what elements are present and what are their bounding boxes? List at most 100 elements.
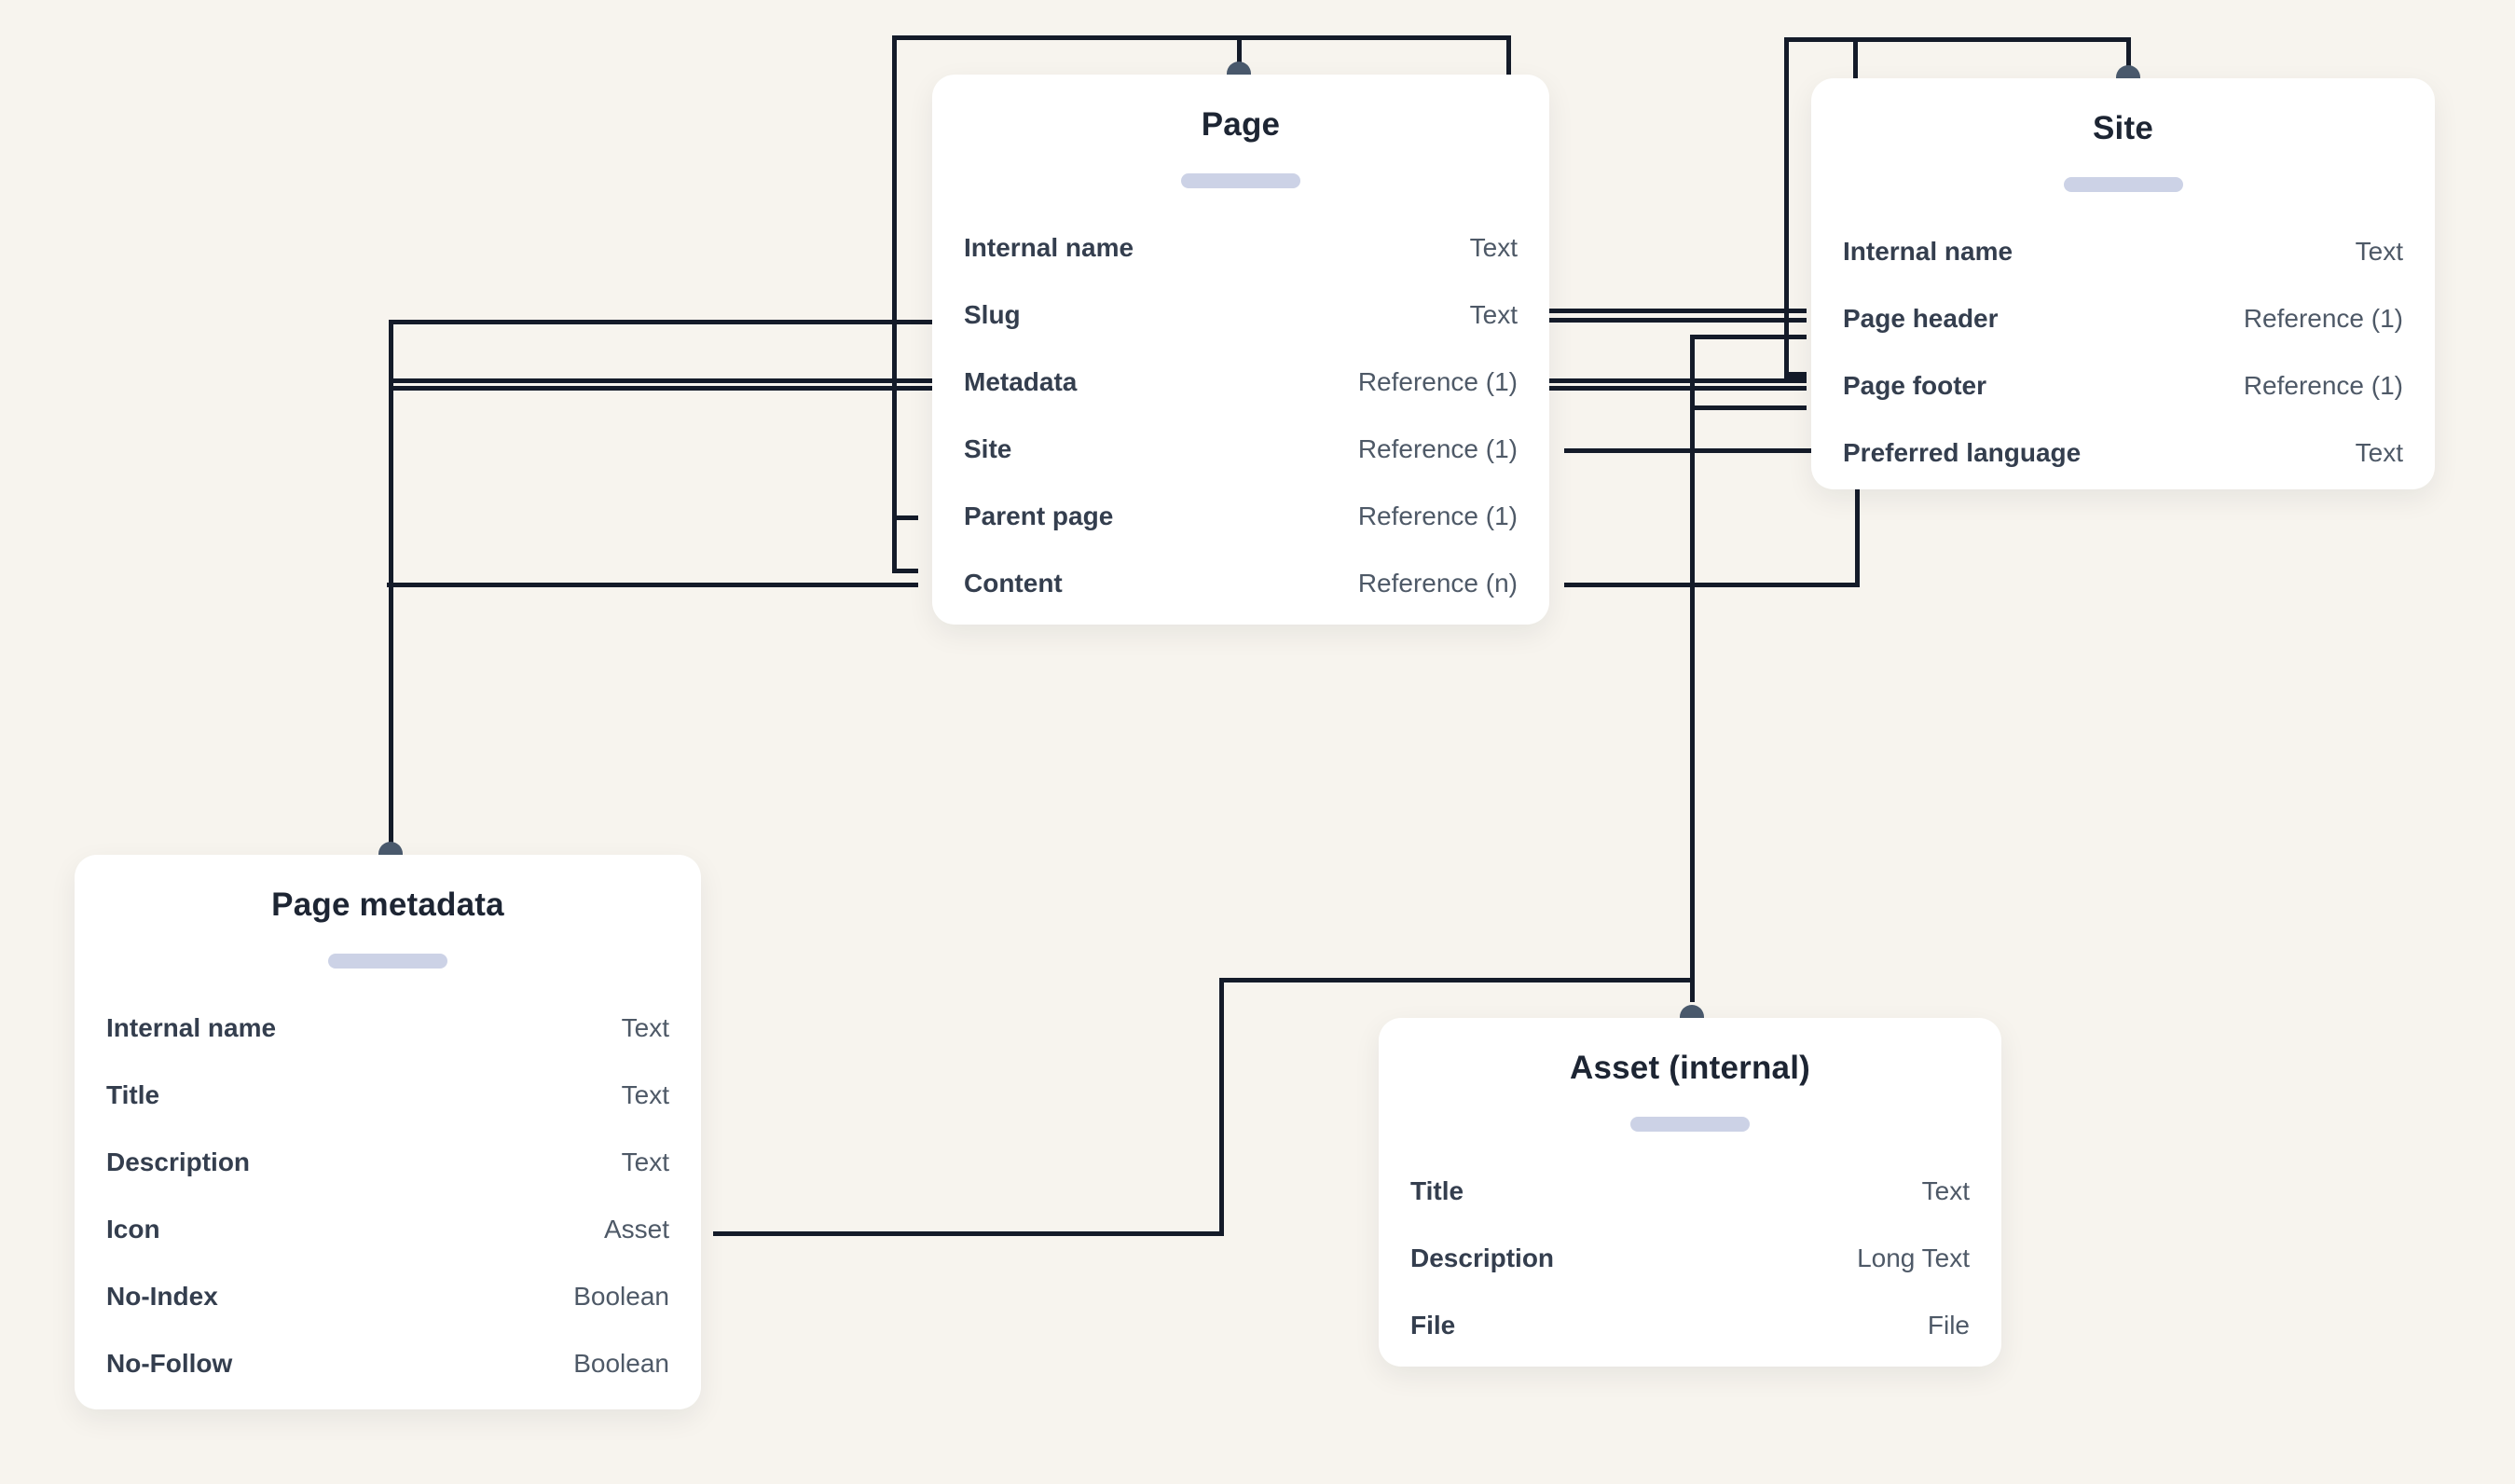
connector-edge-segment xyxy=(2126,37,2131,67)
field-type: Text xyxy=(621,1080,669,1109)
connector-edge-segment xyxy=(1690,405,1807,410)
card-title: Page xyxy=(1201,106,1281,143)
connector-edge-segment xyxy=(389,320,393,844)
connector-edge-segment xyxy=(892,35,897,573)
field-name: File xyxy=(1410,1311,1456,1340)
field-type: Text xyxy=(1469,233,1518,262)
field-name: Internal name xyxy=(1843,237,2013,266)
connector-edge-segment xyxy=(389,320,937,324)
field-row[interactable]: Title Text xyxy=(75,1062,701,1129)
field-row[interactable]: Page footer Reference (1) xyxy=(1811,352,2435,419)
card-title: Page metadata xyxy=(271,886,504,923)
field-row[interactable]: Internal name Text xyxy=(932,214,1549,282)
connector-edge-segment xyxy=(713,1231,1224,1236)
connector-edge-segment xyxy=(892,569,918,573)
connector-edge-segment xyxy=(1784,37,2131,42)
field-row[interactable]: No-Follow Boolean xyxy=(75,1330,701,1397)
field-type: Long Text xyxy=(1857,1244,1970,1272)
connector-edge-segment xyxy=(1538,318,1807,323)
field-type: Reference (1) xyxy=(2243,304,2403,333)
drag-handle-pill[interactable] xyxy=(2063,177,2183,192)
field-type: Text xyxy=(2355,438,2403,467)
field-name: Slug xyxy=(964,300,1021,329)
field-row[interactable]: Slug Text xyxy=(932,282,1549,349)
connector-edge-segment xyxy=(1784,372,1807,383)
field-type: Boolean xyxy=(573,1349,669,1378)
field-row[interactable]: No-Index Boolean xyxy=(75,1263,701,1330)
field-row[interactable]: Content Reference (n) xyxy=(932,550,1549,617)
field-type: Asset xyxy=(603,1215,669,1244)
field-name: Internal name xyxy=(964,233,1134,262)
connector-edge-segment xyxy=(1219,978,1695,982)
field-row[interactable]: Description Text xyxy=(75,1129,701,1196)
field-name: Title xyxy=(106,1080,160,1109)
drag-handle-pill[interactable] xyxy=(1630,1117,1750,1132)
connection-port-dot xyxy=(1227,62,1251,75)
field-name: No-Follow xyxy=(106,1349,233,1378)
connector-edge-segment xyxy=(1538,309,1807,313)
field-type: Boolean xyxy=(573,1282,669,1311)
field-type: Text xyxy=(2355,237,2403,266)
field-type: Text xyxy=(621,1013,669,1042)
connector-edge-segment xyxy=(1564,448,1818,453)
field-row[interactable]: Title Text xyxy=(1379,1158,2001,1225)
field-row[interactable]: Internal name Text xyxy=(1811,218,2435,285)
card-title: Site xyxy=(2093,110,2153,146)
connector-edge-segment xyxy=(1853,37,1858,84)
field-type: Reference (n) xyxy=(1357,569,1518,598)
field-row[interactable]: File File xyxy=(1379,1292,2001,1359)
card-title: Asset (internal) xyxy=(1570,1050,1810,1086)
field-name: Parent page xyxy=(964,502,1114,530)
connector-edge-segment xyxy=(1506,35,1511,82)
field-name: Metadata xyxy=(964,367,1078,396)
connector-edge-segment xyxy=(1784,37,1789,375)
connection-port-dot xyxy=(378,842,403,855)
connector-edge-segment xyxy=(1690,335,1695,1002)
field-type: Text xyxy=(1469,300,1518,329)
field-type: Reference (1) xyxy=(1357,367,1518,396)
field-row[interactable]: Icon Asset xyxy=(75,1196,701,1263)
connector-edge-segment xyxy=(1855,483,1860,587)
field-name: Site xyxy=(964,434,1012,463)
drag-handle-pill[interactable] xyxy=(328,954,447,969)
field-row[interactable]: Description Long Text xyxy=(1379,1225,2001,1292)
connector-edge-segment xyxy=(1219,978,1224,1236)
field-row[interactable]: Internal name Text xyxy=(75,995,701,1062)
field-name: Description xyxy=(106,1147,251,1176)
connection-port-dot xyxy=(1680,1005,1704,1018)
field-type: Reference (1) xyxy=(2243,371,2403,400)
field-type: Reference (1) xyxy=(1357,434,1518,463)
field-name: Content xyxy=(964,569,1063,598)
field-type: Reference (1) xyxy=(1357,502,1518,530)
field-name: Internal name xyxy=(106,1013,277,1042)
connector-edge-segment xyxy=(1564,583,1860,587)
field-type: Text xyxy=(1921,1176,1970,1205)
connection-port-dot xyxy=(2116,65,2140,78)
connector-edge-segment xyxy=(892,35,1511,40)
field-type: File xyxy=(1927,1311,1970,1340)
field-name: Page header xyxy=(1843,304,1999,333)
connector-edge-segment xyxy=(1237,35,1242,63)
connector-edge-segment xyxy=(892,515,918,520)
field-type: Text xyxy=(621,1147,669,1176)
field-row[interactable]: Metadata Reference (1) xyxy=(932,349,1549,416)
connector-edge-segment xyxy=(387,583,918,587)
field-row[interactable]: Parent page Reference (1) xyxy=(932,483,1549,550)
field-row[interactable]: Page header Reference (1) xyxy=(1811,285,2435,352)
field-name: Icon xyxy=(106,1215,160,1244)
field-name: Title xyxy=(1410,1176,1464,1205)
field-name: Page footer xyxy=(1843,371,1987,400)
field-name: No-Index xyxy=(106,1282,218,1311)
field-name: Description xyxy=(1410,1244,1555,1272)
field-row[interactable]: Site Reference (1) xyxy=(932,416,1549,483)
drag-handle-pill[interactable] xyxy=(1181,173,1300,188)
